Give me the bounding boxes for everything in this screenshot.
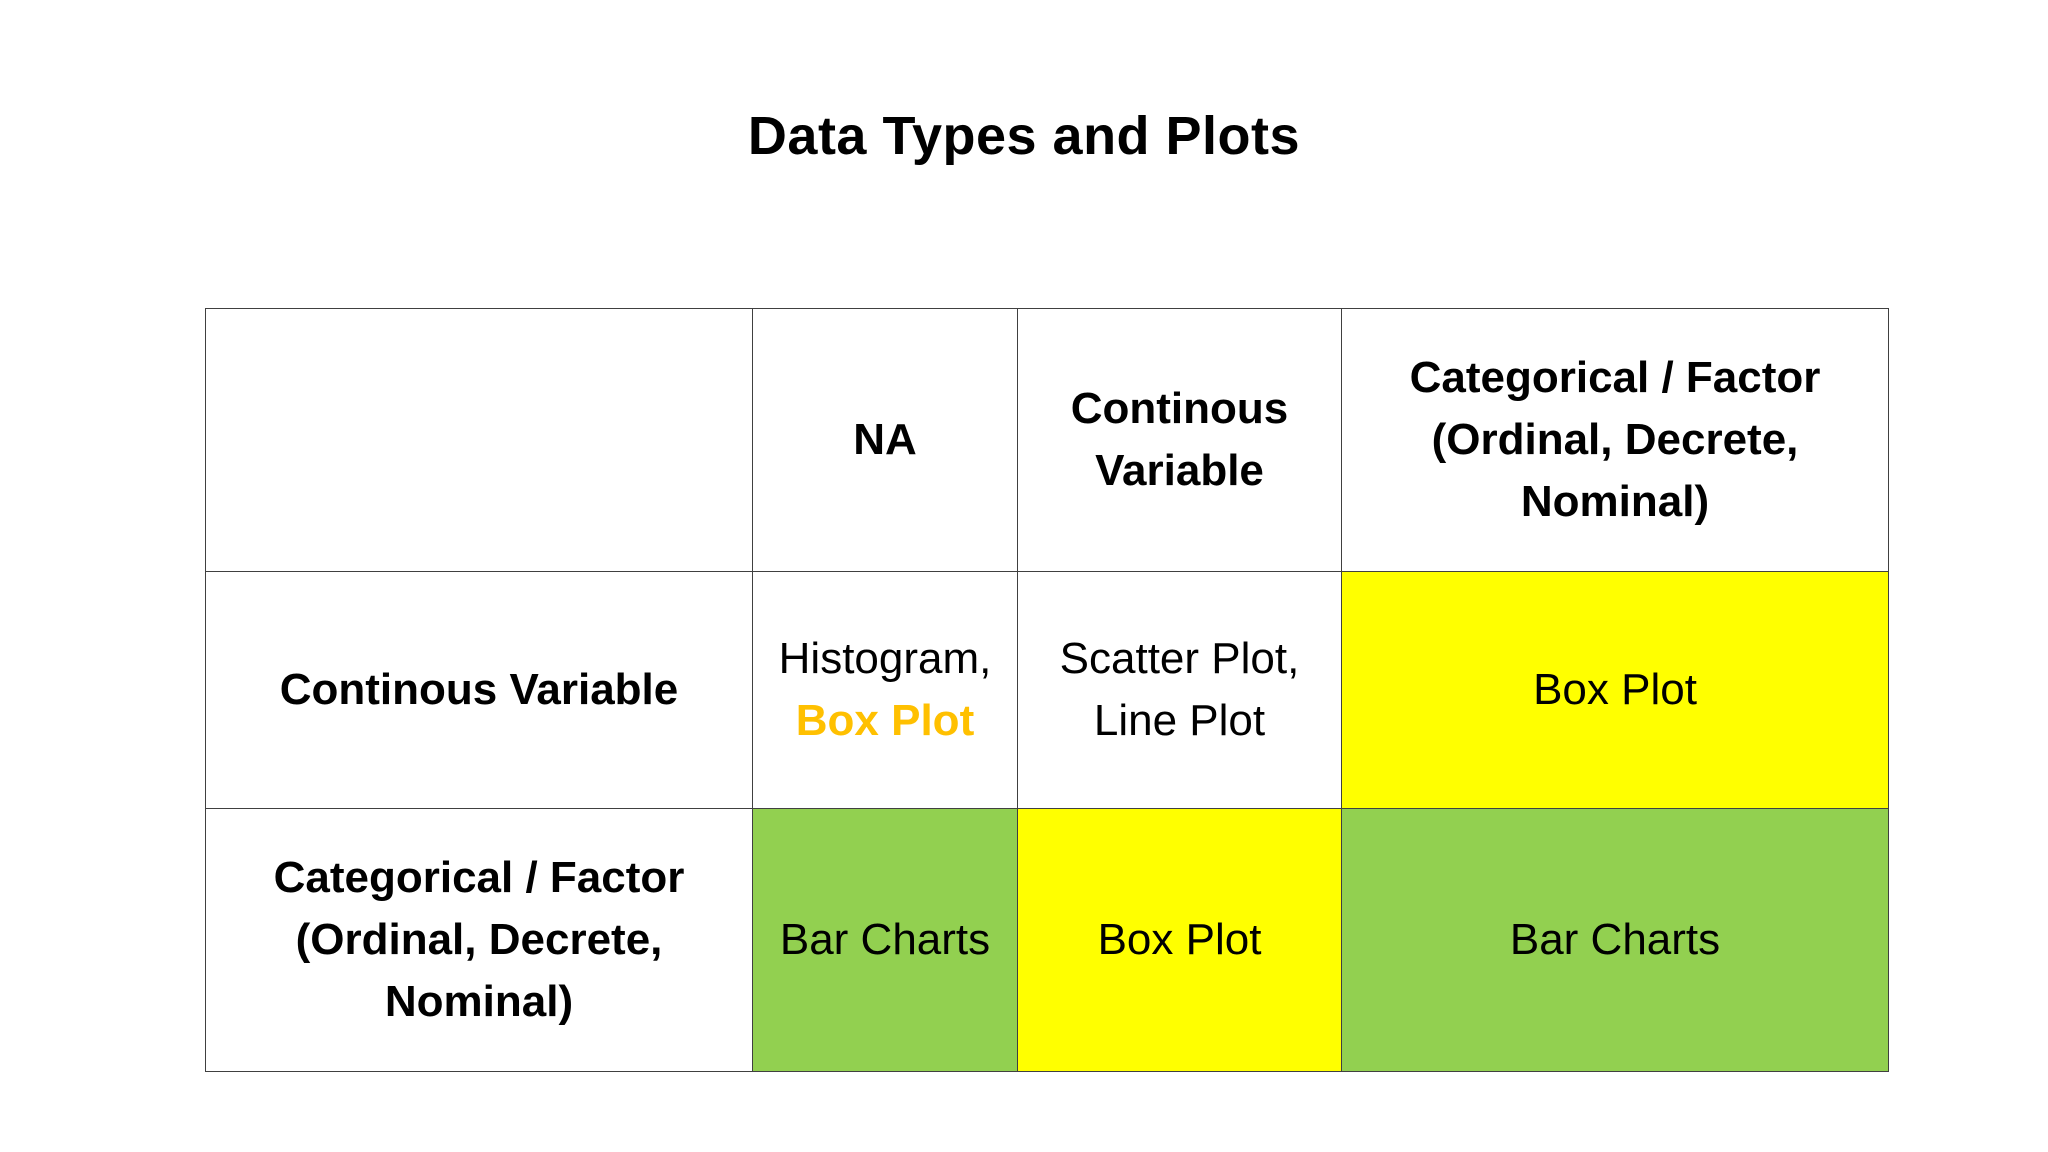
- table-row-continuous: Continous Variable Histogram, Box Plot S…: [205, 571, 1889, 809]
- cell-categorical-continuous-text: Box Plot: [1097, 915, 1262, 964]
- cell-categorical-categorical: Bar Charts: [1341, 808, 1889, 1072]
- cell-categorical-na: Bar Charts: [752, 808, 1018, 1072]
- header-categorical-line3: Nominal): [1520, 477, 1710, 526]
- cell-continuous-continuous: Scatter Plot, Line Plot: [1017, 571, 1342, 809]
- corner-cell: [205, 308, 753, 572]
- cell-continuous-na: Histogram, Box Plot: [752, 571, 1018, 809]
- header-na-label: NA: [853, 415, 917, 464]
- header-row: NA Continous Variable Categorical / Fact…: [205, 308, 1889, 572]
- header-categorical-line1: Categorical / Factor: [1409, 353, 1821, 402]
- row-label-categorical-line1: Categorical / Factor: [273, 853, 685, 902]
- cell-continuous-na-line2: Box Plot: [795, 696, 975, 745]
- cell-categorical-continuous: Box Plot: [1017, 808, 1342, 1072]
- row-label-categorical-line3: Nominal): [384, 977, 574, 1026]
- row-label-categorical: Categorical / Factor (Ordinal, Decrete, …: [205, 808, 753, 1072]
- header-continuous-line2: Variable: [1095, 446, 1264, 495]
- header-continuous-line1: Continous: [1070, 384, 1289, 433]
- header-continuous: Continous Variable: [1017, 308, 1342, 572]
- cell-continuous-continuous-line2: Line Plot: [1093, 696, 1266, 745]
- header-na: NA: [752, 308, 1018, 572]
- cell-categorical-na-text: Bar Charts: [779, 915, 991, 964]
- table-row-categorical: Categorical / Factor (Ordinal, Decrete, …: [205, 808, 1889, 1072]
- cell-continuous-na-line1: Histogram,: [778, 634, 992, 683]
- slide-title: Data Types and Plots: [747, 106, 1301, 166]
- cell-continuous-continuous-line1: Scatter Plot,: [1059, 634, 1300, 683]
- data-types-table: NA Continous Variable Categorical / Fact…: [205, 308, 1889, 1072]
- row-label-continuous: Continous Variable: [205, 571, 753, 809]
- cell-continuous-categorical: Box Plot: [1341, 571, 1889, 809]
- row-label-categorical-line2: (Ordinal, Decrete,: [295, 915, 663, 964]
- header-categorical: Categorical / Factor (Ordinal, Decrete, …: [1341, 308, 1889, 572]
- cell-continuous-categorical-text: Box Plot: [1533, 665, 1697, 714]
- cell-categorical-categorical-text: Bar Charts: [1509, 915, 1721, 964]
- row-label-continuous-text: Continous Variable: [279, 665, 679, 714]
- header-categorical-line2: (Ordinal, Decrete,: [1431, 415, 1799, 464]
